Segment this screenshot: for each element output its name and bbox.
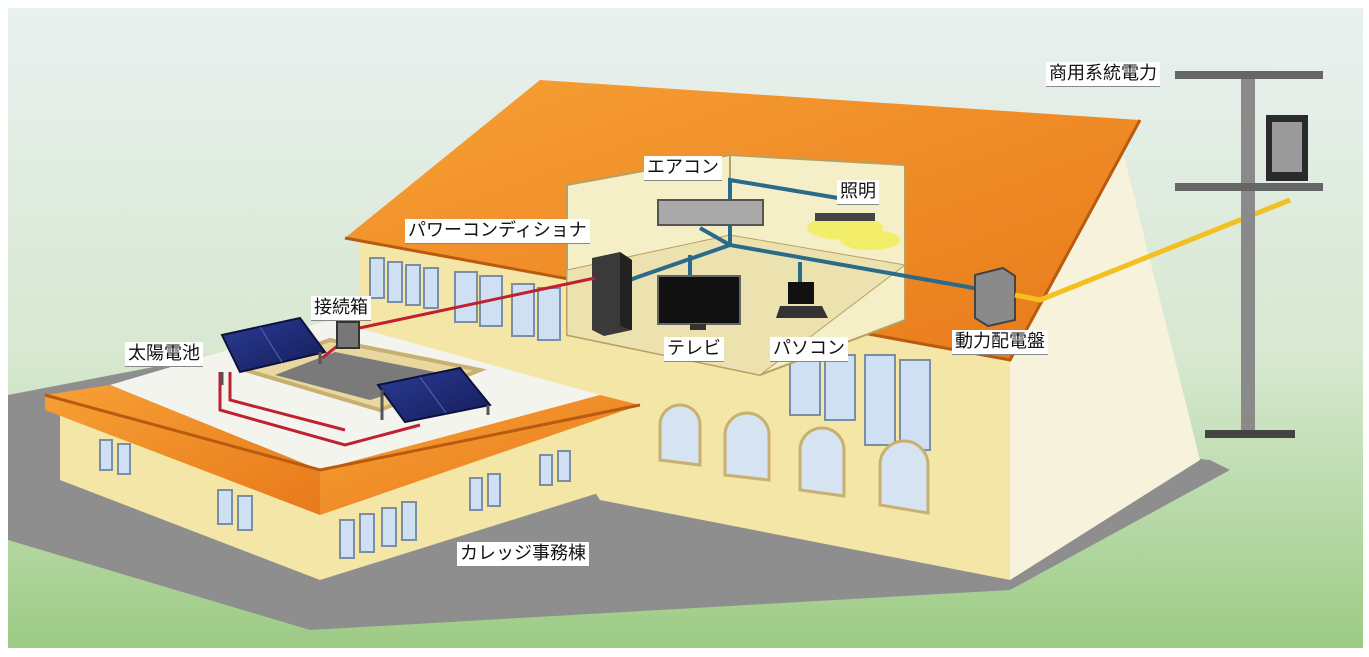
label-power-conditioner: パワーコンディショナ (405, 219, 590, 244)
wing-windows (99, 439, 571, 559)
label-building: カレッジ事務棟 (457, 542, 589, 567)
lighting-fixture (807, 213, 900, 250)
utility-pole (1175, 71, 1323, 438)
wing-roof-front (45, 385, 320, 515)
label-junction-box: 接続箱 (311, 296, 371, 321)
label-tv: テレビ (664, 337, 724, 362)
pc-set (776, 282, 828, 318)
solar-panel-2 (376, 366, 492, 424)
solar-panel-1 (220, 316, 327, 385)
distribution-panel (974, 266, 1016, 328)
label-pc: パソコン (770, 337, 848, 362)
arches (658, 403, 930, 515)
grid-wire (1014, 197, 1291, 303)
junction-box (336, 321, 360, 349)
label-distribution-panel: 動力配電盤 (952, 330, 1048, 355)
label-lighting: 照明 (837, 180, 879, 205)
power-conditioner-box (592, 252, 632, 336)
wing-roof-right (320, 395, 640, 515)
label-solar-cells: 太陽電池 (125, 342, 203, 367)
label-aircon: エアコン (644, 156, 722, 181)
tv-set (657, 275, 741, 330)
aircon-unit (657, 199, 764, 226)
wing-roof-edge (44, 393, 641, 472)
label-commercial-grid: 商用系統電力 (1046, 62, 1160, 87)
